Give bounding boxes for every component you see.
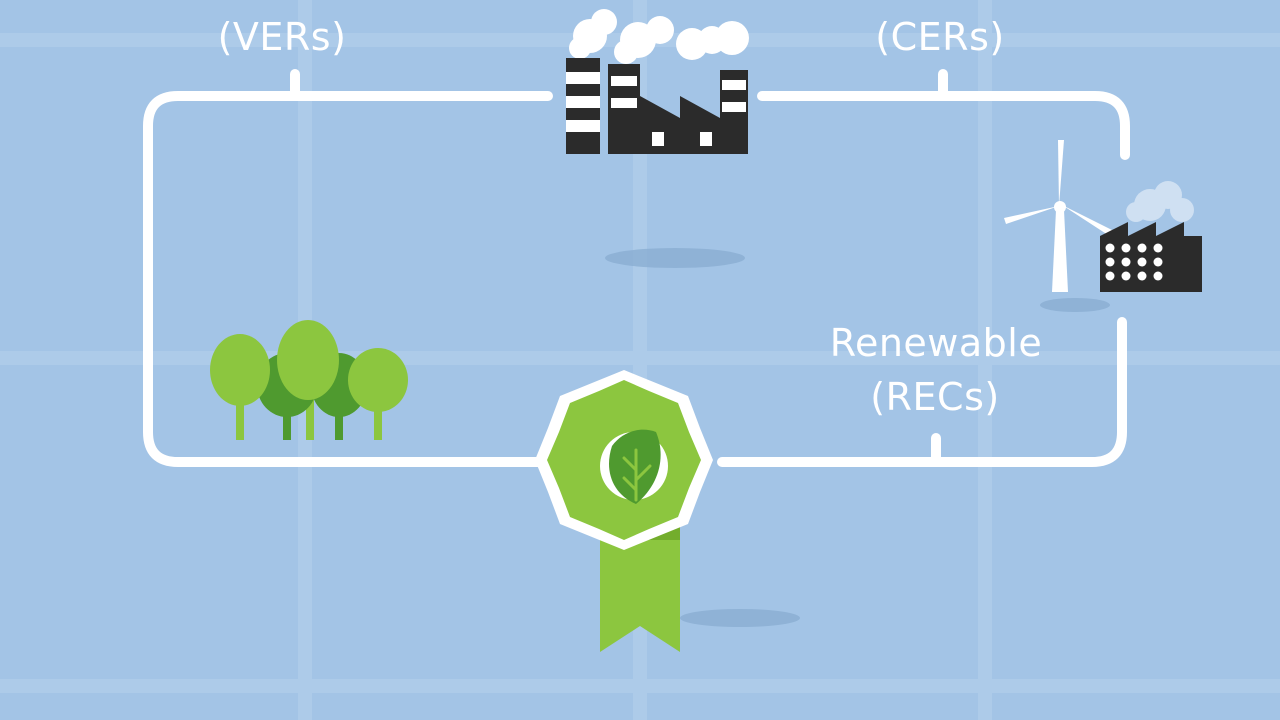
wind-turbine-factory-icon: [1004, 140, 1202, 312]
trees-icon: [210, 320, 408, 440]
shadow: [680, 609, 800, 627]
cers-label: (CERs): [875, 15, 1005, 59]
renewable-label: Renewable: [829, 321, 1043, 365]
vers-label: (VERs): [217, 15, 347, 59]
shadow: [605, 248, 745, 268]
cycle-loop: [143, 69, 1130, 467]
factory-icon: [566, 9, 749, 154]
recs-label: (RECs): [870, 375, 1000, 419]
award-ribbon-leaf-icon: [535, 370, 713, 652]
